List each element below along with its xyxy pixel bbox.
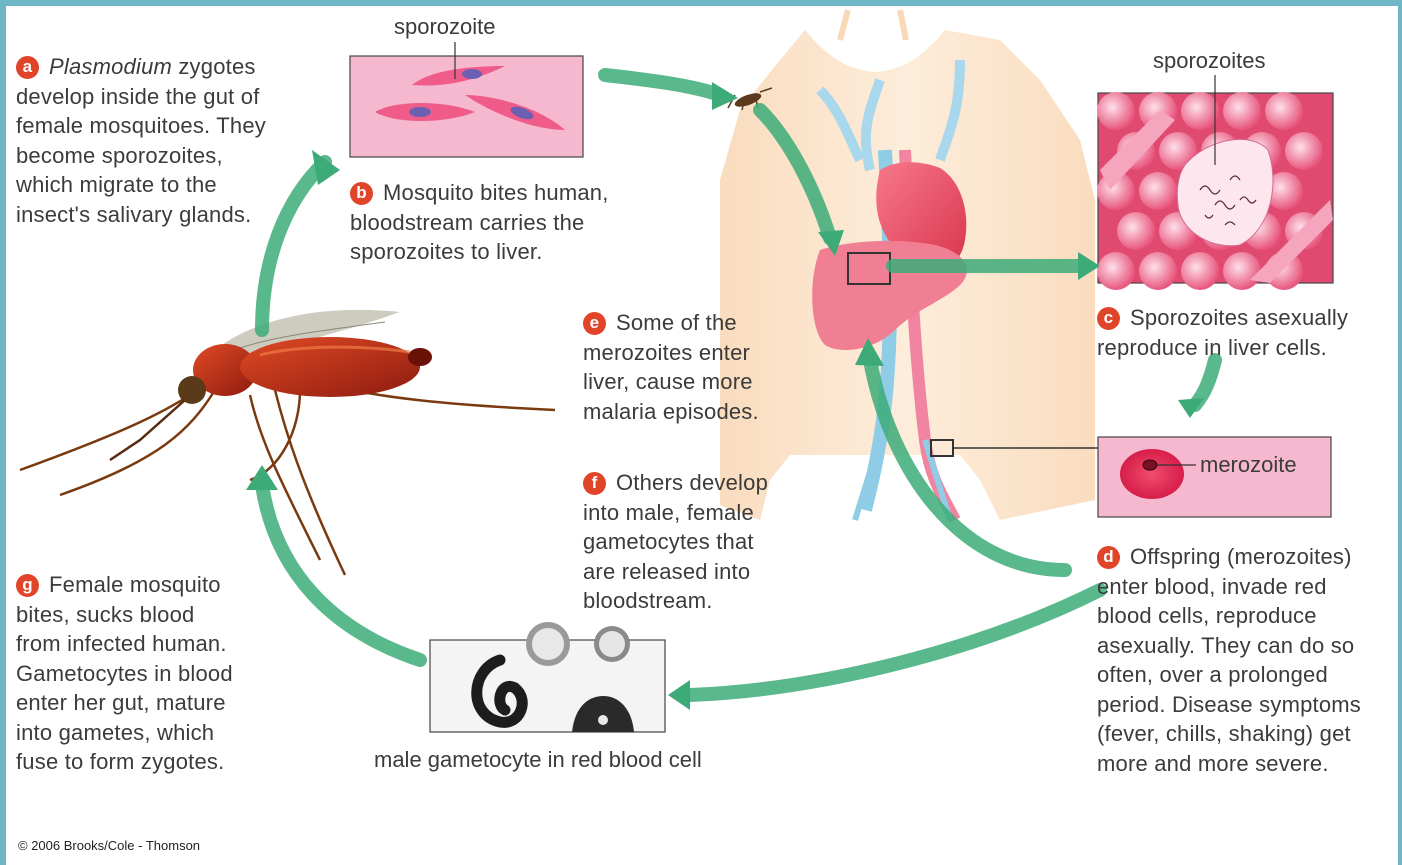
- step-d-line-5: period. Disease symptoms: [1097, 690, 1361, 720]
- step-d-badge: d: [1097, 546, 1120, 569]
- step-a-line-4: which migrate to the: [16, 170, 266, 200]
- liver-cell-9: [1285, 132, 1323, 170]
- step-a-line-0: zygotes: [172, 54, 256, 79]
- liver-cell-21: [1139, 252, 1177, 290]
- step-g-line-0: Female mosquito: [49, 572, 221, 597]
- step-e-badge: e: [583, 312, 606, 335]
- step-a-line-3: become sporozoites,: [16, 141, 266, 171]
- liver-cell-11: [1139, 172, 1177, 210]
- step-d-text: d Offspring (merozoites) enter blood, inv…: [1097, 542, 1361, 778]
- step-g-line-5: into gametes, which: [16, 718, 233, 748]
- step-d-line-2: blood cells, reproduce: [1097, 601, 1361, 631]
- step-g-line-1: bites, sucks blood: [16, 600, 233, 630]
- arrowhead-left-gametocyte: [668, 680, 690, 710]
- step-e-line-0: Some of the: [616, 310, 737, 335]
- step-g-line-3: Gametocytes in blood: [16, 659, 233, 689]
- arrow-a-to-b: [262, 162, 325, 330]
- step-g-line-6: fuse to form zygotes.: [16, 747, 233, 777]
- step-g-badge: g: [16, 574, 39, 597]
- liver-cell-4: [1265, 92, 1303, 130]
- male-gametocyte-label: male gametocyte in red blood cell: [374, 747, 702, 773]
- step-f-line-0: Others develop: [616, 470, 768, 495]
- step-d-line-6: (fever, chills, shaking) get: [1097, 719, 1361, 749]
- step-c-line-1: reproduce in liver cells.: [1097, 333, 1348, 363]
- step-e-line-1: merozoites enter: [583, 338, 759, 368]
- step-a-badge: a: [16, 56, 39, 79]
- large-mosquito: [20, 310, 555, 575]
- step-b-line-0: Mosquito bites human,: [383, 180, 609, 205]
- step-a-line-5: insect's salivary glands.: [16, 200, 266, 230]
- step-b-line-1: bloodstream carries the: [350, 208, 609, 238]
- liver-cell-0: [1097, 92, 1135, 130]
- gametocyte-micrograph: [430, 622, 665, 732]
- sporozoites-label: sporozoites: [1153, 48, 1266, 74]
- step-e-text: e Some of the merozoites enter liver, cau…: [583, 308, 759, 426]
- step-c-text: c Sporozoites asexually reproduce in live…: [1097, 303, 1348, 362]
- step-b-line-2: sporozoites to liver.: [350, 237, 609, 267]
- copyright-notice: © 2006 Brooks/Cole - Thomson: [18, 838, 200, 853]
- liver-cell-20: [1097, 252, 1135, 290]
- step-c-line-0: Sporozoites asexually: [1130, 305, 1348, 330]
- step-b-text: b Mosquito bites human, bloodstream carri…: [350, 178, 609, 267]
- step-a-text: a Plasmodium zygotes develop inside the g…: [16, 52, 266, 229]
- arrow-b-to-human: [605, 75, 720, 95]
- arrowhead-right-shoulder: [712, 82, 738, 110]
- step-a-line-2: female mosquitoes. They: [16, 111, 266, 141]
- step-b-badge: b: [350, 182, 373, 205]
- step-e-line-3: malaria episodes.: [583, 397, 759, 427]
- arrow-gametocyte-to-g: [262, 485, 420, 660]
- step-f-line-2: gametocytes that: [583, 527, 768, 557]
- step-d-line-4: often, over a prolonged: [1097, 660, 1361, 690]
- step-f-line-3: are released into: [583, 557, 768, 587]
- liver-cells-panel: [1097, 75, 1333, 290]
- step-c-badge: c: [1097, 307, 1120, 330]
- liver-cell-2: [1181, 92, 1219, 130]
- liver-cell-22: [1181, 252, 1219, 290]
- arrowhead-up-mosquito: [246, 465, 278, 490]
- step-g-line-4: enter her gut, mature: [16, 688, 233, 718]
- step-d-line-1: enter blood, invade red: [1097, 572, 1361, 602]
- step-g-text: g Female mosquito bites, sucks blood from…: [16, 570, 233, 777]
- sporozoite-label: sporozoite: [394, 14, 496, 40]
- step-f-text: f Others develop into male, female gameto…: [583, 468, 768, 616]
- step-f-line-1: into male, female: [583, 498, 768, 528]
- step-d-line-0: Offspring (merozoites): [1130, 544, 1352, 569]
- step-f-line-4: bloodstream.: [583, 586, 768, 616]
- merozoite-label: merozoite: [1200, 452, 1297, 478]
- step-a-italic: Plasmodium: [49, 54, 172, 79]
- step-g-line-2: from infected human.: [16, 629, 233, 659]
- liver-cell-3: [1223, 92, 1261, 130]
- step-d-line-7: more and more severe.: [1097, 749, 1361, 779]
- step-e-line-2: liver, cause more: [583, 367, 759, 397]
- step-a-line-1: develop inside the gut of: [16, 82, 266, 112]
- arrow-c-to-merozoite: [1195, 360, 1215, 405]
- liver-cell-23: [1223, 252, 1261, 290]
- sporozoite-panel: [350, 42, 583, 157]
- liver-cell-15: [1117, 212, 1155, 250]
- step-d-line-3: asexually. They can do so: [1097, 631, 1361, 661]
- step-f-badge: f: [583, 472, 606, 495]
